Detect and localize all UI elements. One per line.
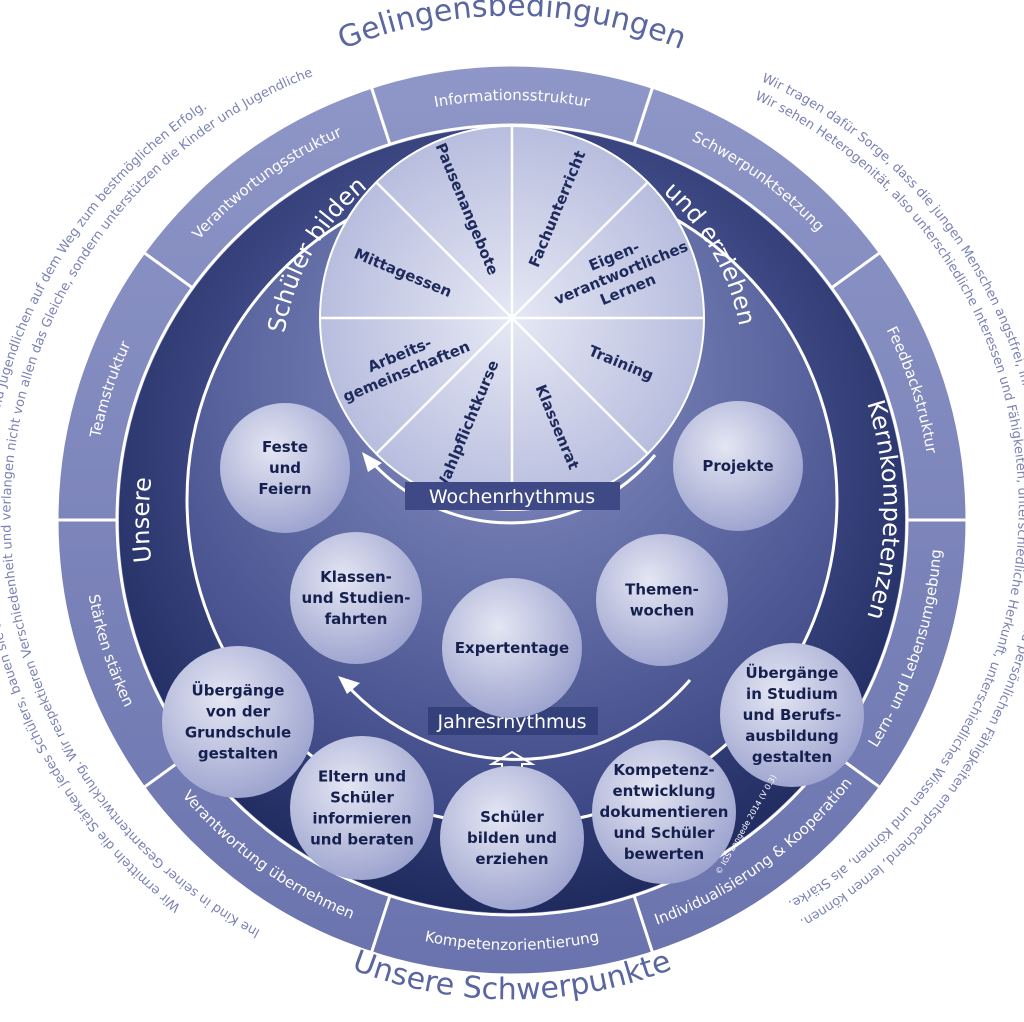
bubble-klassenfahrten xyxy=(290,532,422,664)
weekly-rhythm: Wochenrhythmus xyxy=(362,452,657,525)
weekly-wheel: FachunterrichtEigen-verantwortlichesLern… xyxy=(319,125,705,511)
bubble-schueler xyxy=(440,766,584,910)
bubble-uebergaenge_studium xyxy=(720,643,864,787)
bubble-uebergaenge_gs xyxy=(162,646,314,798)
bubble-feste xyxy=(220,403,350,533)
ring-label-unsere: Unsere xyxy=(127,476,157,564)
yearly-rhythm-label: Jahresrhythmus xyxy=(437,711,587,733)
outer-ring-divider xyxy=(369,895,392,954)
outer-ring-divider xyxy=(830,251,881,290)
outer-ring-divider xyxy=(143,251,194,290)
wheel-spoke xyxy=(375,317,513,455)
bubble-expertentage xyxy=(442,578,582,718)
bubble-label-projekte: Projekte xyxy=(702,457,773,475)
wheel-spoke xyxy=(511,181,649,319)
bubble-themenwochen xyxy=(596,534,728,666)
bubble-label-themenwochen: Themen-wochen xyxy=(625,581,699,620)
bubble-kompetenz xyxy=(592,740,736,884)
bubble-label-klassenfahrten: Klassen-und Studien-fahrten xyxy=(302,568,411,628)
bubble-label-expertentage: Expertentage xyxy=(455,639,569,657)
outer-ring-divider xyxy=(632,895,655,954)
weekly-rhythm-label: Wochenrhythmus xyxy=(429,486,595,508)
bubble-eltern xyxy=(290,736,434,880)
wheel-spoke xyxy=(375,181,513,319)
outer-ring-divider xyxy=(369,86,392,145)
bubble-projekte xyxy=(673,401,803,531)
outer-ring-divider xyxy=(632,86,655,145)
wheel-spoke xyxy=(511,317,649,455)
